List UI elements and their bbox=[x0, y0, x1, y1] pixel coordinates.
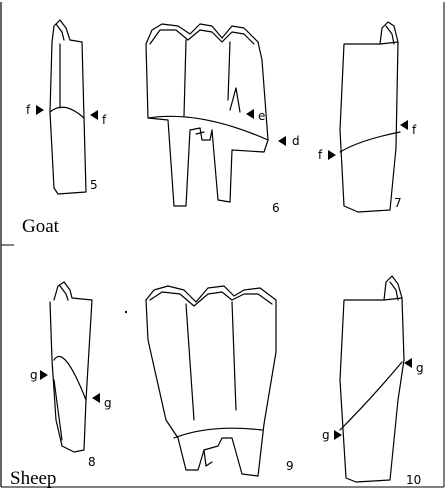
specimen-dot bbox=[125, 311, 127, 313]
tooth-10 bbox=[340, 276, 404, 482]
mark-g-left-8: g bbox=[30, 368, 38, 382]
mark-f-left-7: f bbox=[318, 148, 323, 162]
mark-g-left-10: g bbox=[322, 428, 330, 442]
panel-caption-goat: Goat bbox=[22, 216, 60, 237]
mark-e: e bbox=[258, 109, 265, 123]
mark-f-left-5: f bbox=[26, 103, 31, 117]
mark-g-right-8: g bbox=[104, 396, 112, 410]
mark-f-arrow-right-5 bbox=[90, 110, 98, 120]
mark-f-arrow-right-7 bbox=[400, 120, 408, 130]
panel-caption-sheep: Sheep bbox=[10, 468, 56, 489]
tooth-number-7: 7 bbox=[394, 196, 402, 210]
mark-g-arrow-right-10 bbox=[404, 358, 412, 368]
mark-g-arrow-right-8 bbox=[92, 393, 100, 403]
mark-g-right-10: g bbox=[416, 361, 424, 375]
mark-e-arrow bbox=[246, 109, 254, 119]
goat-panel: f f 5 e d 6 f f 7 Goat bbox=[22, 20, 417, 237]
tooth-number-5: 5 bbox=[90, 178, 98, 192]
mark-f-arrow-left-7 bbox=[328, 150, 336, 160]
mark-d: d bbox=[292, 134, 300, 148]
tooth-8 bbox=[50, 282, 92, 452]
tooth-number-6: 6 bbox=[272, 201, 280, 215]
mark-g-arrow-left-8 bbox=[40, 370, 48, 380]
mark-g-arrow-left-10 bbox=[334, 430, 342, 440]
mark-d-arrow bbox=[278, 136, 286, 146]
sheep-panel: g g 8 9 g g 10 Sheep bbox=[10, 276, 424, 489]
tooth-number-10: 10 bbox=[406, 473, 421, 487]
tooth-number-9: 9 bbox=[286, 459, 294, 473]
mark-f-right-7: f bbox=[412, 123, 417, 137]
tooth-7 bbox=[340, 22, 400, 212]
mark-f-arrow-left-5 bbox=[36, 105, 44, 115]
tooth-number-8: 8 bbox=[88, 455, 96, 469]
tooth-9 bbox=[146, 286, 276, 476]
mark-f-right-5: f bbox=[102, 113, 107, 127]
tooth-5 bbox=[50, 20, 86, 194]
